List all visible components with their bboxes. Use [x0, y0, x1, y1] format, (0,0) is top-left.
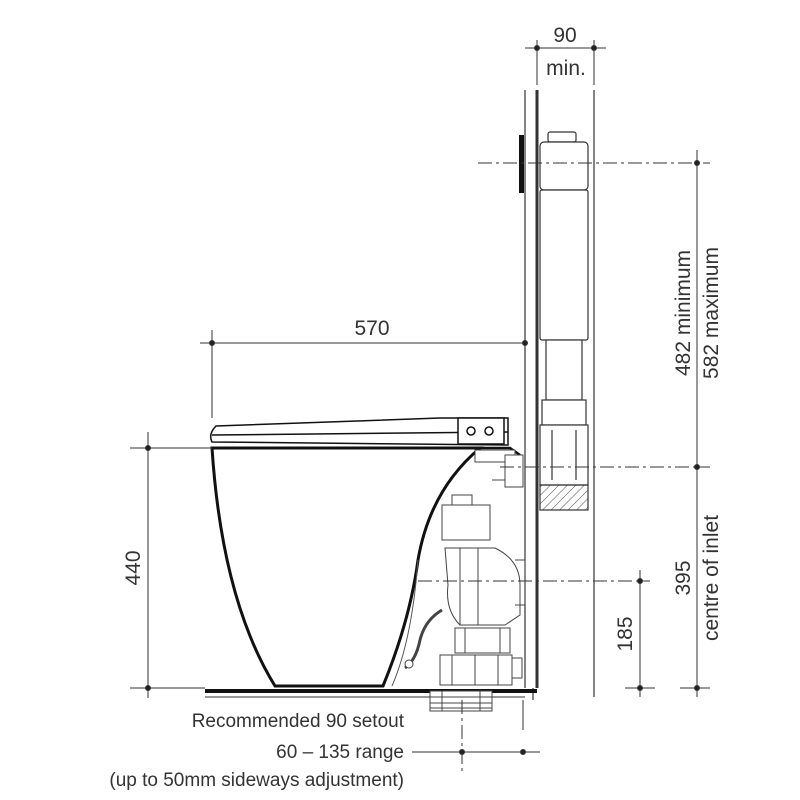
- dimension-wall-gap: [525, 40, 606, 85]
- outlet-height-value: 185: [614, 616, 637, 651]
- wall-gap-value: 90: [553, 24, 576, 47]
- centre-lines: [418, 162, 710, 775]
- inlet-height-value: 395: [672, 560, 695, 595]
- dimension-pan-height: [130, 432, 212, 698]
- cistern-max-value: 582 maximum: [700, 247, 723, 379]
- dimension-outlet-height: [625, 570, 655, 697]
- flush-button: [519, 135, 524, 193]
- dimension-pan-depth: [200, 330, 528, 418]
- wall-gap-label: min.: [546, 57, 586, 80]
- toilet-pan: [210, 446, 521, 688]
- dimension-setout: [412, 749, 540, 755]
- pan-height-value: 440: [122, 550, 145, 585]
- in-wall-cistern: [539, 131, 589, 511]
- inlet-height-label: centre of inlet: [700, 515, 723, 641]
- toilet-seat: [209, 417, 509, 446]
- setout-note-line3: (up to 50mm sideways adjustment): [109, 770, 404, 791]
- dimension-cistern-range: [680, 150, 710, 697]
- pan-depth-value: 570: [354, 317, 389, 340]
- setout-note-line2: 60 – 135 range: [276, 742, 404, 763]
- concealed-plumbing: [404, 449, 526, 712]
- setout-note-line1: Recommended 90 setout: [192, 711, 405, 732]
- cistern-min-value: 482 minimum: [672, 250, 695, 376]
